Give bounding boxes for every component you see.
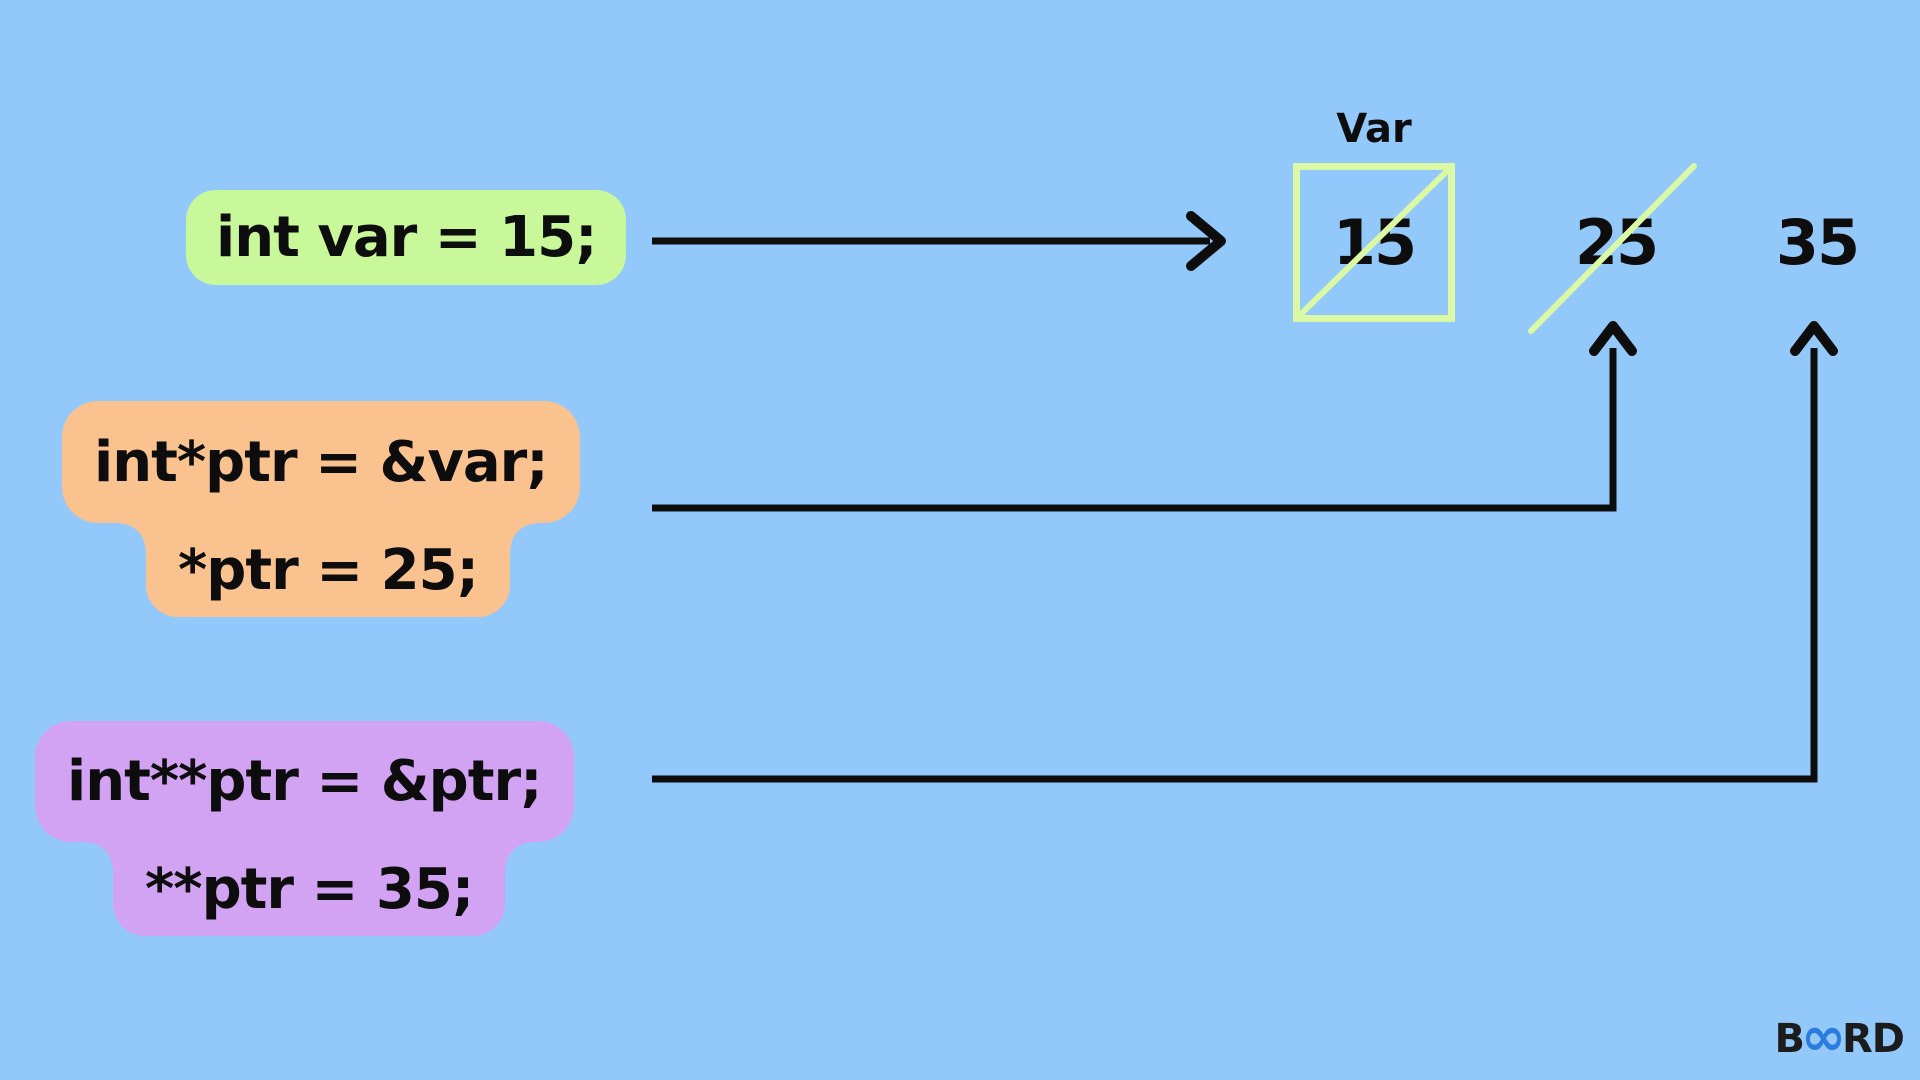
value-25: 25 — [1574, 206, 1659, 279]
logo-prefix: B — [1774, 1016, 1805, 1062]
value-15: 15 — [1332, 206, 1417, 279]
code-line: int*ptr = &var; — [62, 401, 580, 523]
code-line: int**ptr = &ptr; — [35, 721, 574, 842]
arrow-var-to-cell — [652, 211, 1226, 271]
code-line: **ptr = 35; — [86, 842, 532, 936]
arrow-ptr-to-25 — [652, 321, 1637, 512]
arrow-pptr-to-35 — [652, 321, 1838, 783]
var-label: Var — [1336, 106, 1412, 152]
value-35: 35 — [1775, 206, 1860, 279]
board-logo: B ∞ RD — [1774, 1005, 1906, 1068]
code-block-var-declaration: int var = 15; — [186, 190, 627, 285]
code-line: *ptr = 25; — [120, 523, 536, 617]
logo-suffix: RD — [1841, 1016, 1905, 1062]
var-memory-cell: 15 — [1293, 163, 1455, 322]
